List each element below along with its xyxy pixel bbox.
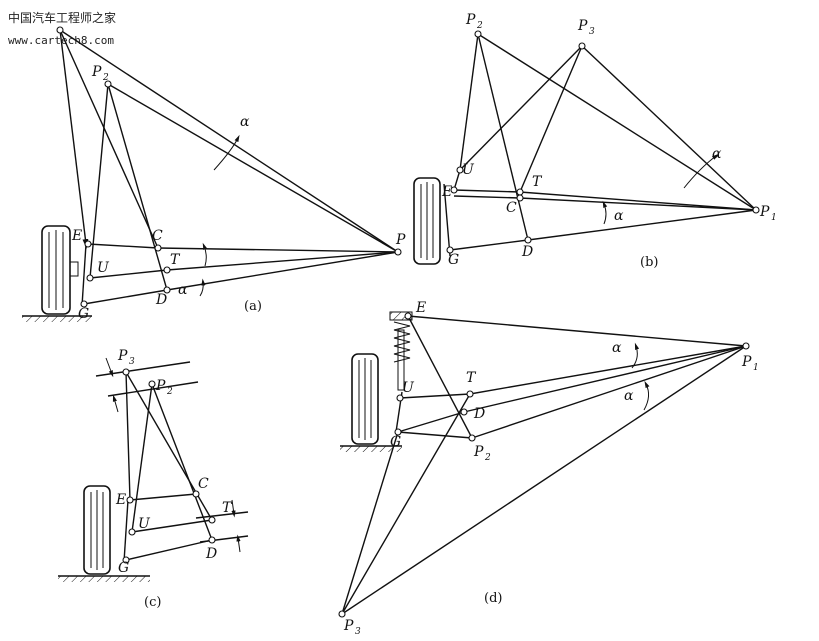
label-b-P3-sub: 3: [589, 27, 595, 37]
label-d-alpha-2: α: [624, 388, 634, 404]
label-b-E: E: [441, 184, 452, 200]
label-d-P3-sub: 3: [355, 627, 361, 637]
label-d-E: E: [415, 300, 426, 316]
label-a-alpha-2: α: [178, 282, 188, 298]
label-a-E: E: [71, 228, 82, 244]
label-b-P2: P: [465, 12, 476, 28]
coil-spring-strut: [389, 311, 413, 391]
label-d-T: T: [466, 370, 477, 386]
label-b-T: T: [532, 174, 543, 190]
label-b-G: G: [448, 252, 459, 268]
wheel-c: [83, 485, 111, 575]
label-b-alpha-1: α: [712, 146, 722, 162]
panel-d: E T U D G P 2 P 1 P 3 α α (d): [338, 300, 759, 637]
label-c-G: G: [118, 560, 129, 576]
label-c-P2-sub: 2: [166, 387, 173, 397]
label-b-P1: P: [759, 204, 770, 220]
label-c-P3: P: [117, 348, 128, 364]
label-c-D: D: [205, 546, 217, 562]
label-c-P3-sub: 3: [129, 357, 135, 367]
watermark-title: 中国汽车工程师之家: [8, 10, 116, 25]
label-a-C: C: [152, 228, 163, 244]
label-a-T: T: [170, 252, 181, 268]
label-a-D: D: [155, 292, 167, 308]
label-d-D: D: [473, 406, 485, 422]
label-c-C: C: [198, 476, 209, 492]
label-d-P3: P: [343, 618, 354, 634]
label-b-P2-sub: 2: [476, 21, 483, 31]
label-d-P2: P: [473, 444, 484, 460]
label-d-P1: P: [741, 354, 752, 370]
label-a-G: G: [78, 306, 89, 322]
label-b-alpha-2: α: [614, 208, 624, 224]
label-a-P2-sub: 2: [102, 73, 109, 83]
label-a-alpha-1: α: [240, 114, 250, 130]
panel-c: P 3 P 2 E U C T D G (c): [58, 348, 249, 610]
label-b-P1-sub: 1: [771, 213, 777, 223]
label-b-U: U: [462, 162, 475, 178]
caption-b: (b): [640, 255, 658, 270]
panel-a: P 2 E U C T D G P α α (a): [22, 26, 406, 322]
label-d-P2-sub: 2: [484, 453, 491, 463]
label-c-P2: P: [155, 378, 166, 394]
label-b-P3: P: [577, 18, 588, 34]
ground-hatch-a: [22, 316, 92, 322]
label-a-P: P: [395, 232, 406, 248]
wheel-d: [351, 353, 379, 445]
label-a-P2: P: [91, 64, 102, 80]
label-d-G: G: [390, 434, 401, 450]
wheel-b: [413, 177, 441, 265]
label-c-U: U: [138, 516, 151, 532]
label-a-U: U: [97, 260, 110, 276]
label-c-T: T: [222, 500, 233, 516]
caption-a: (a): [244, 299, 262, 314]
wheel-a: [41, 225, 79, 315]
label-d-U: U: [402, 380, 415, 396]
label-b-D: D: [521, 244, 533, 260]
panel-b: P 2 P 3 U E T C D G P 1 α α (b): [413, 12, 777, 270]
caption-c: (c): [144, 595, 161, 610]
caption-d: (d): [484, 591, 502, 606]
label-c-E: E: [115, 492, 126, 508]
label-d-P1-sub: 1: [753, 363, 759, 373]
label-b-C: C: [506, 200, 517, 216]
label-d-alpha-1: α: [612, 340, 622, 356]
